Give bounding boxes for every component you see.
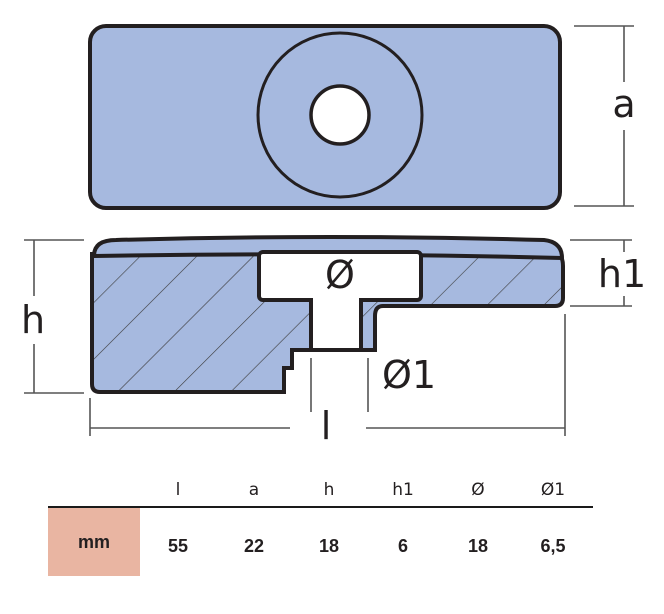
section-view <box>90 235 565 394</box>
dimension-diameter1 <box>310 358 369 412</box>
dimension-l-label: l <box>321 404 332 448</box>
header-diameter: Ø <box>471 480 485 500</box>
table-divider <box>48 506 593 508</box>
header-l: l <box>175 480 181 500</box>
value-h: 18 <box>318 536 340 556</box>
dimension-diameter-label: Ø <box>325 253 355 297</box>
header-h1: h1 <box>392 480 414 500</box>
bore-hole <box>309 84 371 146</box>
value-diameter1: 6,5 <box>540 536 566 556</box>
table-header-row: l a h h1 Ø Ø1 <box>48 476 593 508</box>
dimension-h1-label: h1 <box>598 252 646 296</box>
dimension-h1 <box>570 239 632 307</box>
dimension-h-label: h <box>21 298 45 342</box>
through-hole <box>309 298 363 352</box>
unit-cell: mm <box>48 508 140 576</box>
value-h1: 6 <box>397 536 408 556</box>
dimension-a-label: a <box>612 82 635 126</box>
value-l: 55 <box>167 536 189 556</box>
header-a: a <box>248 480 260 500</box>
value-a: 22 <box>243 536 265 556</box>
dimension-l <box>89 314 566 436</box>
dimension-h <box>24 239 84 394</box>
dimension-a <box>574 25 634 207</box>
value-diameter: 18 <box>467 536 489 556</box>
header-h: h <box>323 480 335 500</box>
top-view <box>88 24 562 210</box>
dimension-diameter1-label: Ø1 <box>382 353 436 397</box>
header-diameter1: Ø1 <box>540 480 566 500</box>
